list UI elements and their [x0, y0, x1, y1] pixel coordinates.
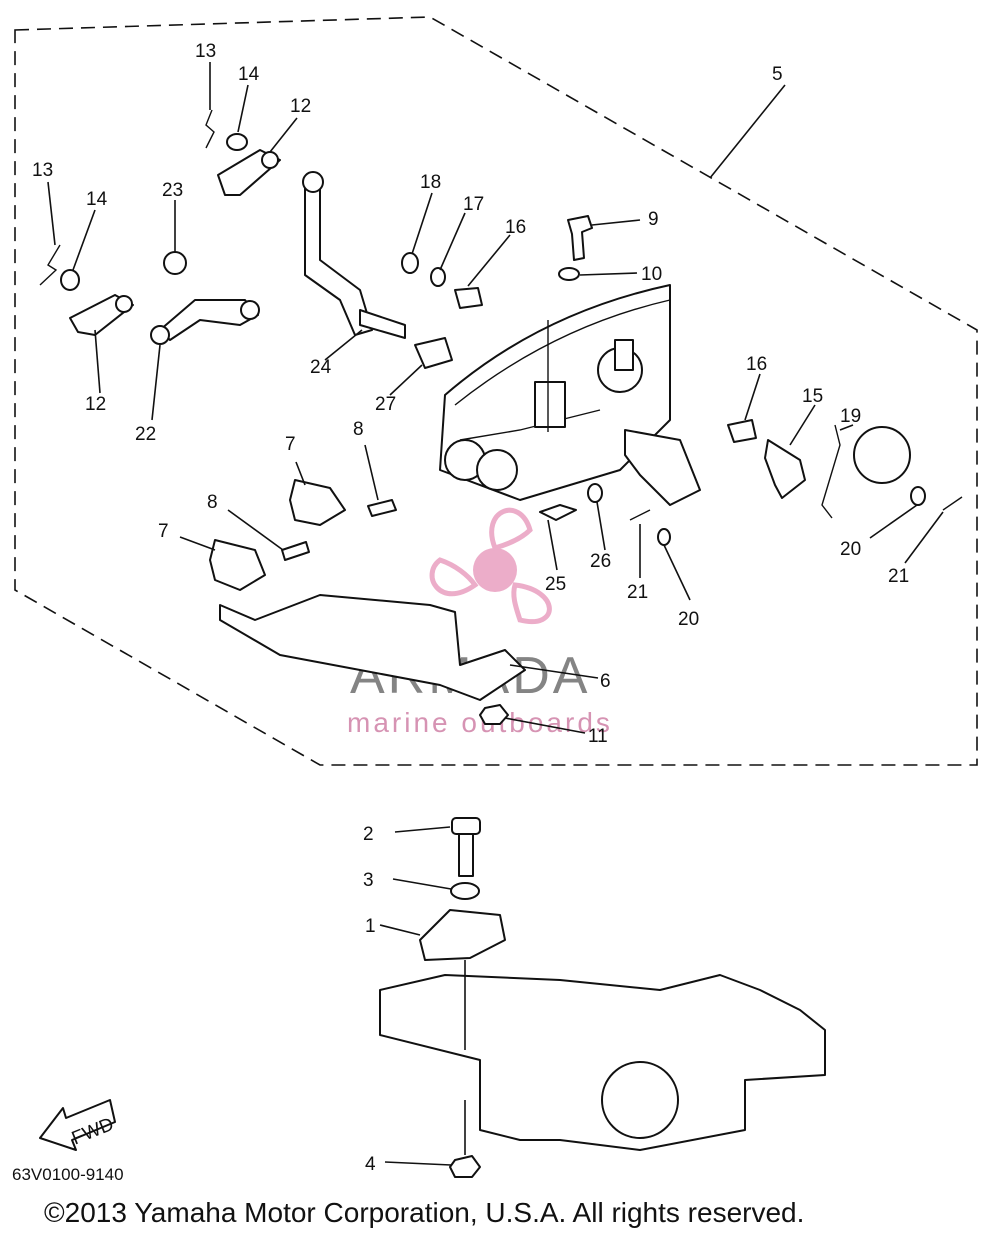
part-label-26: 26 — [590, 551, 611, 572]
part-label-11: 11 — [588, 726, 608, 747]
part-label-20-left: 20 — [678, 609, 699, 630]
washer-18 — [401, 252, 419, 274]
part-label-19: 19 — [840, 406, 861, 427]
clip-17 — [430, 267, 446, 287]
washer-14-lower — [60, 269, 80, 291]
part-label-1: 1 — [365, 916, 376, 937]
part-label-6: 6 — [600, 671, 611, 692]
part-label-15: 15 — [802, 386, 823, 407]
bolt-9 — [567, 215, 593, 261]
screw-25 — [539, 504, 577, 521]
part-labels: 5 13 14 12 13 14 23 12 22 24 27 18 17 16… — [32, 41, 909, 1175]
washer-20-right — [910, 486, 926, 506]
part-label-17: 17 — [463, 194, 484, 215]
bolt-2 — [451, 817, 481, 877]
bushing-16-upper — [454, 287, 483, 309]
swivel-bore — [601, 1061, 679, 1139]
part-label-13-upper: 13 — [195, 41, 216, 62]
watermark-logo — [429, 507, 552, 625]
part-label-22: 22 — [135, 424, 156, 445]
rod-19 — [821, 424, 841, 519]
joint-15 — [764, 439, 806, 499]
clip-13-upper — [205, 109, 215, 149]
part-label-20-right: 20 — [840, 539, 861, 560]
part-label-12-upper: 12 — [290, 96, 311, 117]
part-label-5: 5 — [772, 64, 783, 85]
latch-7-upper — [289, 479, 346, 526]
rod-end-12-upper — [217, 149, 281, 196]
washer-14-upper — [226, 133, 248, 151]
part-label-18: 18 — [420, 172, 441, 193]
throttle-body — [624, 429, 701, 506]
bracket-6 — [219, 594, 526, 701]
washer-26 — [587, 483, 603, 503]
part-label-25: 25 — [545, 574, 566, 595]
washer-10 — [558, 267, 580, 281]
part-label-8-upper: 8 — [353, 419, 364, 440]
part-label-23: 23 — [162, 180, 183, 201]
nut-4 — [449, 1155, 481, 1178]
cam-assembly — [853, 426, 911, 484]
washer-20-left — [657, 528, 671, 546]
pin-8-lower — [281, 541, 310, 561]
bushing-16-lower — [727, 419, 757, 443]
part-label-21-left: 21 — [627, 582, 648, 603]
fwd-arrow: FWD — [39, 1099, 117, 1151]
part-label-21-right: 21 — [888, 566, 909, 587]
part-label-24: 24 — [310, 357, 332, 378]
watermark-subtitle: marine outboards — [347, 707, 613, 738]
rod-end-12-lower — [69, 294, 134, 336]
pin-8-upper — [367, 499, 397, 517]
pin-21-right — [942, 496, 963, 511]
part-label-13-lower: 13 — [32, 160, 53, 181]
swivel-bracket — [379, 974, 826, 1151]
part-label-16-lower: 16 — [746, 354, 767, 375]
washer-3 — [450, 882, 480, 900]
latch-7-lower — [209, 539, 266, 591]
bushing-27 — [414, 337, 453, 369]
part-label-9: 9 — [648, 209, 659, 230]
nut-11 — [479, 704, 509, 725]
part-label-4: 4 — [365, 1154, 376, 1175]
part-label-14-lower: 14 — [86, 189, 108, 210]
copyright-notice: ©2013 Yamaha Motor Corporation, U.S.A. A… — [44, 1197, 804, 1228]
part-label-2: 2 — [363, 824, 374, 845]
part-label-7-lower: 7 — [158, 521, 169, 542]
part-label-27: 27 — [375, 394, 396, 415]
lever-arm-22 — [150, 299, 260, 345]
lever-arm-24 — [302, 171, 406, 339]
bushing-23 — [163, 251, 187, 275]
part-label-7-upper: 7 — [285, 434, 296, 455]
clip-13-lower — [39, 244, 61, 286]
leader-lines — [47, 62, 944, 1166]
part-label-3: 3 — [363, 870, 374, 891]
part-label-8-lower: 8 — [207, 492, 218, 513]
reference-code: 63V0100-9140 — [12, 1165, 124, 1184]
plate-1 — [419, 909, 506, 961]
control-housing — [439, 284, 671, 501]
part-label-16-upper: 16 — [505, 217, 526, 238]
assembly-boundary — [14, 16, 978, 766]
part-label-14-upper: 14 — [238, 64, 260, 85]
part-label-10: 10 — [641, 264, 662, 285]
pin-21-left — [629, 509, 651, 521]
part-label-12-lower: 12 — [85, 394, 106, 415]
